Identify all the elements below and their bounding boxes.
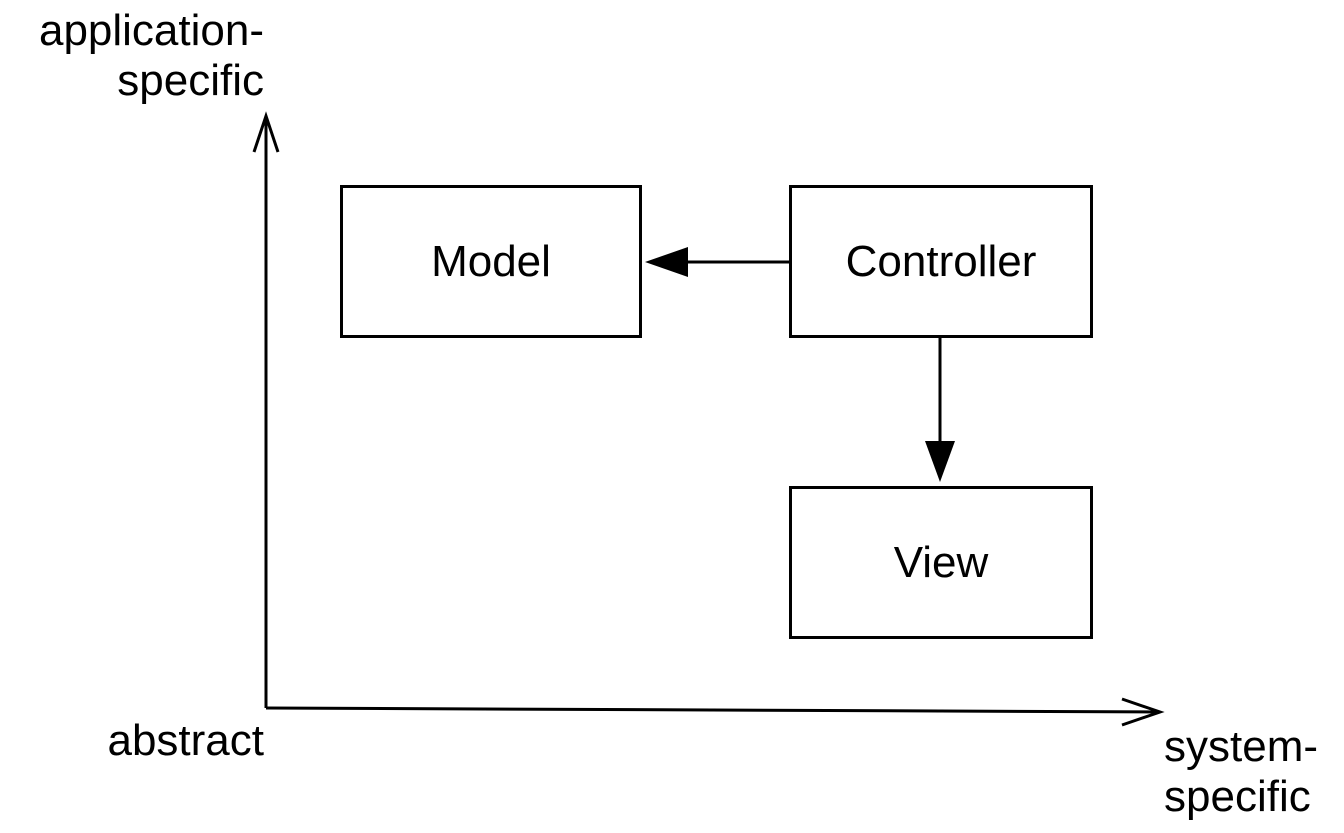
view-box-label: View (893, 537, 989, 587)
x-axis-line (265, 706, 1159, 714)
y-axis-arrowhead (252, 111, 280, 153)
y-axis-end-label-line-1: application- (38, 6, 264, 55)
view-box: View (789, 486, 1093, 639)
x-axis-arrowhead (1121, 697, 1165, 727)
controller-to-view-arrowhead (925, 441, 955, 482)
controller-box: Controller (789, 185, 1093, 338)
x-axis-end-label-line-1: system- (1164, 722, 1318, 771)
origin-label: abstract (107, 716, 264, 765)
y-axis-end-label: application- specific (39, 6, 264, 106)
controller-box-label: Controller (845, 236, 1037, 286)
x-axis-end-label-line-2: specific (1164, 772, 1311, 821)
model-box: Model (340, 185, 642, 338)
x-axis-end-label: system- specific (1164, 722, 1318, 822)
y-axis-end-label-line-2: specific (117, 56, 264, 105)
controller-to-model-arrowhead (645, 247, 688, 277)
model-box-label: Model (431, 236, 551, 286)
